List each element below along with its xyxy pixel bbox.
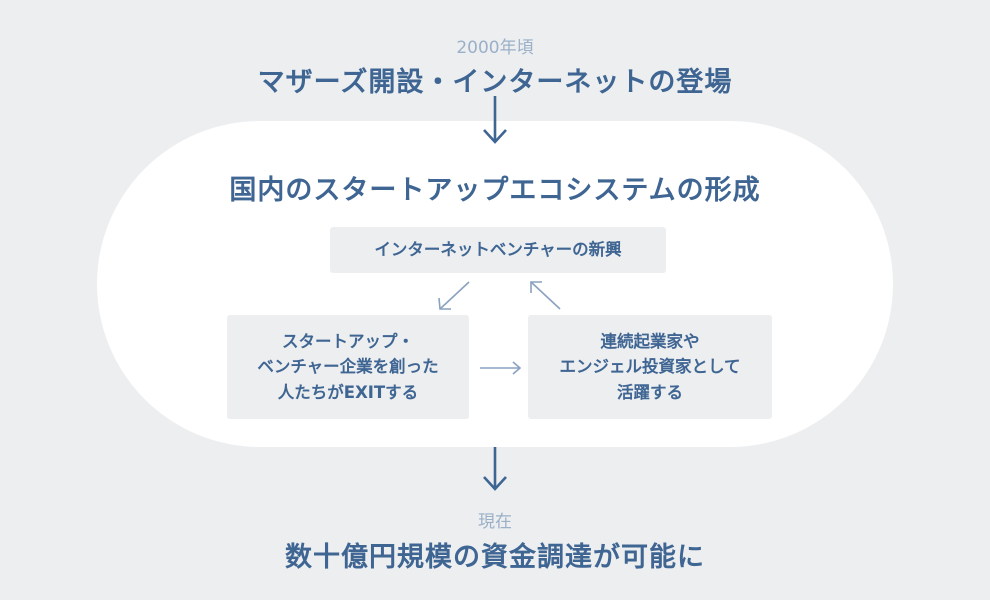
box-internet-venture: インターネットベンチャーの新興 [330,227,666,273]
box-serial-entrepreneurs-line-3: 活躍する [616,382,683,402]
box-serial-entrepreneurs-line-1: 連続起業家や [600,331,700,351]
box-founders-exit-line-3: 人たちがEXITする [277,382,419,402]
box-founders-exit-line-2: ベンチャー企業を創った [257,357,439,377]
box-serial-entrepreneurs: 連続起業家や エンジェル投資家として 活躍する [528,315,772,419]
arrow-down-icon [483,447,507,491]
period-label-2000: 2000年頃 [456,38,534,58]
arrow-right-icon [480,361,522,375]
box-internet-venture-text: インターネットベンチャーの新興 [374,240,622,260]
arrow-up-left-icon [530,281,561,310]
period-label-now: 現在 [478,512,512,532]
box-serial-entrepreneurs-line-2: エンジェル投資家として [559,357,741,377]
box-founders-exit: スタートアップ・ ベンチャー企業を創った 人たちがEXITする [227,315,469,419]
headline-fundraising: 数十億円規模の資金調達が可能に [285,542,705,573]
ecosystem-title: 国内のスタートアップエコシステムの形成 [229,175,761,206]
headline-mothers-internet: マザーズ開設・インターネットの登場 [257,67,733,98]
arrow-down-left-icon [438,281,470,310]
box-founders-exit-line-1: スタートアップ・ [282,331,414,351]
arrow-down-icon [483,96,507,144]
